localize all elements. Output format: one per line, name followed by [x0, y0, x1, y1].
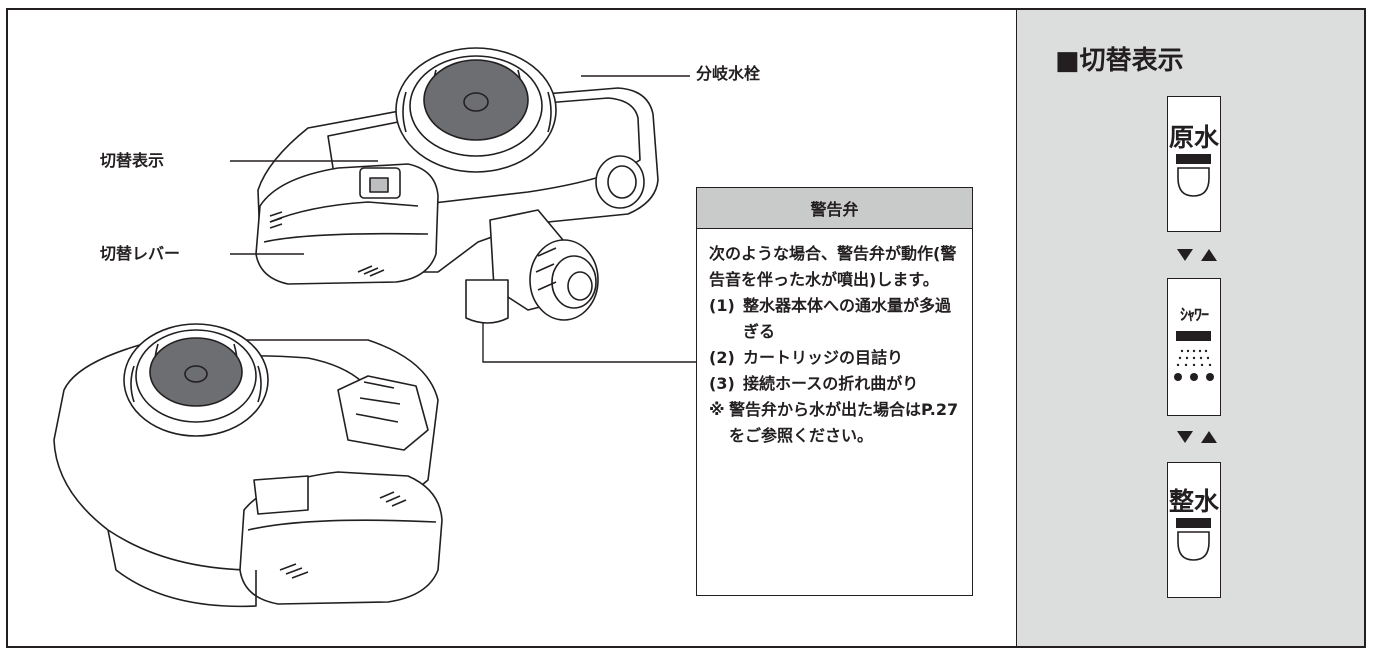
mode-raw-water-label: 原水 — [1168, 123, 1219, 152]
lower-faucet-unit — [53, 323, 443, 608]
mode-purified-water: 整水 — [1167, 462, 1221, 598]
note-text: 警告弁から水が出た場合はP.27をご参照ください。 — [729, 400, 959, 445]
warning-valve-title: 警告弁 — [697, 188, 972, 229]
mode-raw-water: 原水 — [1167, 96, 1221, 232]
switch-arrows-icon: ▼▲ — [1177, 431, 1217, 443]
panel-title: ■切替表示 — [1055, 46, 1184, 76]
warning-conditions-list: (1) 整水器本体への通水量が多過ぎる (2) カートリッジの目詰り (3) 接… — [709, 293, 960, 397]
figure-frame: 分岐水栓 切替表示 切替レバー 警告弁 次のような場合、警告弁が動作(警告音を伴… — [6, 8, 1366, 648]
note-mark: ※ — [709, 400, 725, 419]
leader-warning-valve — [482, 322, 696, 363]
shower-spray-icon — [1174, 331, 1214, 381]
upper-faucet-unit — [255, 47, 659, 324]
mode-purified-water-label: 整水 — [1168, 487, 1219, 516]
list-item-text: 接続ホースの折れ曲がり — [743, 374, 919, 393]
mode-shower-label: ｼｬﾜｰ — [1179, 305, 1209, 324]
warning-valve-body: 次のような場合、警告弁が動作(警告音を伴った水が噴出)します。 (1) 整水器本… — [697, 229, 972, 449]
label-switch-display: 切替表示 — [100, 151, 165, 170]
single-stream-icon — [1176, 518, 1211, 561]
label-switch-lever: 切替レバー — [100, 244, 181, 263]
list-item: (1) 整水器本体への通水量が多過ぎる — [709, 293, 960, 345]
warning-note: ※ 警告弁から水が出た場合はP.27をご参照ください。 — [709, 397, 960, 449]
list-item: (3) 接続ホースの折れ曲がり — [709, 371, 960, 397]
list-item-text: カートリッジの目詰り — [743, 348, 904, 367]
list-item: (2) カートリッジの目詰り — [709, 345, 960, 371]
list-item-text: 整水器本体への通水量が多過ぎる — [743, 296, 952, 341]
single-stream-icon — [1176, 154, 1211, 197]
label-branch-faucet: 分岐水栓 — [696, 64, 761, 83]
mode-shower: ｼｬﾜｰ — [1167, 278, 1221, 416]
warning-valve-box: 警告弁 次のような場合、警告弁が動作(警告音を伴った水が噴出)します。 (1) … — [696, 187, 973, 596]
faucet-illustration — [53, 47, 696, 608]
list-item-number: (2) — [709, 348, 735, 367]
list-item-number: (3) — [709, 374, 735, 393]
warning-intro: 次のような場合、警告弁が動作(警告音を伴った水が噴出)します。 — [709, 244, 957, 289]
switch-arrows-icon: ▼▲ — [1177, 249, 1217, 261]
switch-display-panel: ■切替表示 原水 ▼▲ ｼｬﾜｰ — [1016, 10, 1364, 646]
list-item-number: (1) — [709, 296, 735, 315]
